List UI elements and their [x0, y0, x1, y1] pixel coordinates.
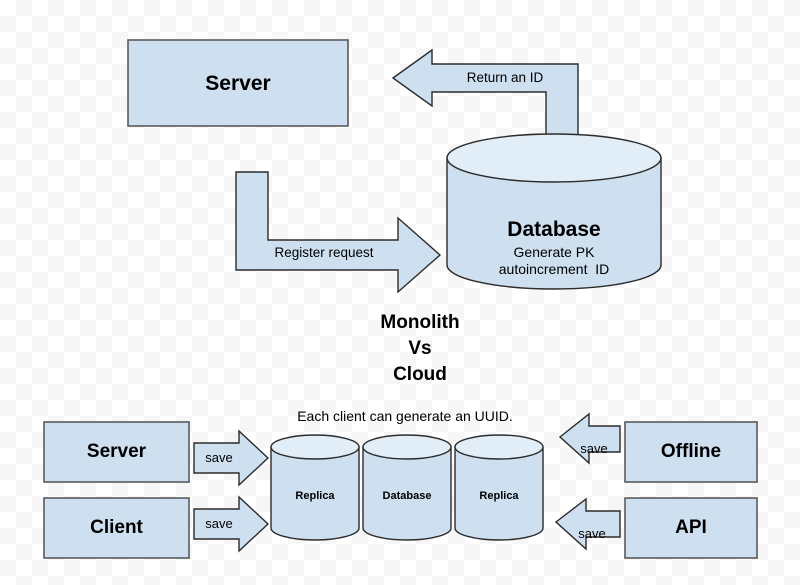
monolith-server-box[interactable] — [127, 39, 349, 127]
save-api-label: save — [578, 526, 606, 541]
cloud-api-label: API — [675, 517, 707, 538]
center-title-line-3: Cloud — [393, 364, 447, 385]
cloud-cylinder-label-replica-right: Replica — [479, 490, 519, 502]
cloud-cylinder-replica-right[interactable] — [454, 434, 544, 541]
cloud-server-label: Server — [86, 441, 147, 462]
save-api-arrow[interactable] — [554, 497, 621, 551]
monolith-database-cylinder[interactable] — [446, 133, 662, 290]
register-request-label: Register request — [274, 245, 374, 260]
monolith-database-title: Database — [507, 218, 601, 241]
cloud-client-label: Client — [90, 517, 143, 538]
register-request-arrow[interactable] — [235, 171, 442, 294]
center-title-line-1: Monolith — [380, 312, 460, 333]
cloud-cylinder-label-replica-left: Replica — [295, 490, 335, 502]
save-server-arrow[interactable] — [193, 429, 270, 487]
save-offline-label: save — [580, 441, 608, 456]
monolith-database-subline-2: autoincrement ID — [498, 261, 610, 277]
cloud-cylinder-replica-left[interactable] — [270, 434, 360, 541]
cloud-offline-box[interactable] — [624, 421, 758, 483]
cloud-cylinder-database[interactable] — [362, 434, 452, 541]
cloud-api-box[interactable] — [624, 497, 758, 559]
return-an-id-label: Return an ID — [466, 70, 544, 85]
cloud-client-box[interactable] — [43, 497, 190, 559]
cloud-caption: Each client can generate an UUID. — [297, 408, 513, 424]
save-offline-arrow[interactable] — [558, 412, 621, 465]
cloud-offline-label: Offline — [660, 441, 722, 462]
cloud-server-box[interactable] — [43, 421, 190, 483]
monolith-database-subline-1: Generate PK — [513, 244, 595, 260]
save-client-label: save — [205, 516, 233, 531]
save-server-label: save — [205, 450, 233, 465]
save-client-arrow[interactable] — [193, 495, 270, 553]
center-title-line-2: Vs — [408, 338, 432, 359]
monolith-server-label: Server — [205, 72, 271, 95]
cloud-cylinder-label-database: Database — [382, 490, 432, 502]
